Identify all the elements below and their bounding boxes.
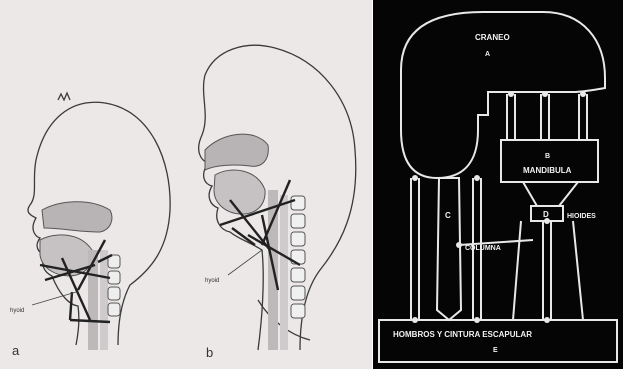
mandible-block: [501, 140, 598, 182]
adult-hyoid-pointer: [228, 250, 262, 275]
shoulder-letter: E: [493, 347, 498, 354]
infant-hyoid-pointer: [32, 292, 76, 305]
adult-esophagus: [280, 195, 288, 350]
shoulder-girdle-block: [379, 320, 617, 362]
adult-tongue-shade: [214, 170, 265, 214]
column-block: [437, 178, 461, 320]
column-label: COLUMNA: [465, 245, 501, 252]
head-anatomy-figure: hyoid a: [0, 0, 372, 369]
mandible-letter: B: [545, 153, 550, 160]
adult-vertebrae: [291, 196, 305, 318]
infant-hyoid-callout: hyoid: [10, 308, 24, 314]
figure-b-label: b: [206, 345, 213, 360]
cranium-letter: A: [485, 51, 490, 58]
infant-palate-shade: [42, 202, 112, 232]
figure-a-label: a: [12, 343, 20, 358]
cranium-label: CRANEO: [475, 33, 510, 42]
craniocervical-schema: CRANEO A B MANDIBULA D HIOIDES C COLUMNA…: [373, 0, 623, 369]
infant-esophagus: [100, 250, 108, 350]
head-anatomy-svg: hyoid a: [0, 0, 372, 369]
schema-svg: CRANEO A B MANDIBULA D HIOIDES C COLUMNA…: [373, 0, 623, 369]
hyoid-label: HIOIDES: [567, 213, 596, 220]
hyoid-letter: D: [543, 210, 549, 219]
mandible-label: MANDIBULA: [523, 166, 572, 175]
shoulder-label: HOMBROS Y CINTURA ESCAPULAR: [393, 330, 532, 339]
column-letter: C: [445, 211, 451, 220]
adult-palate-shade: [205, 134, 268, 170]
infant-vertebrae: [108, 255, 120, 316]
adult-hyoid-callout: hyoid: [205, 278, 219, 284]
